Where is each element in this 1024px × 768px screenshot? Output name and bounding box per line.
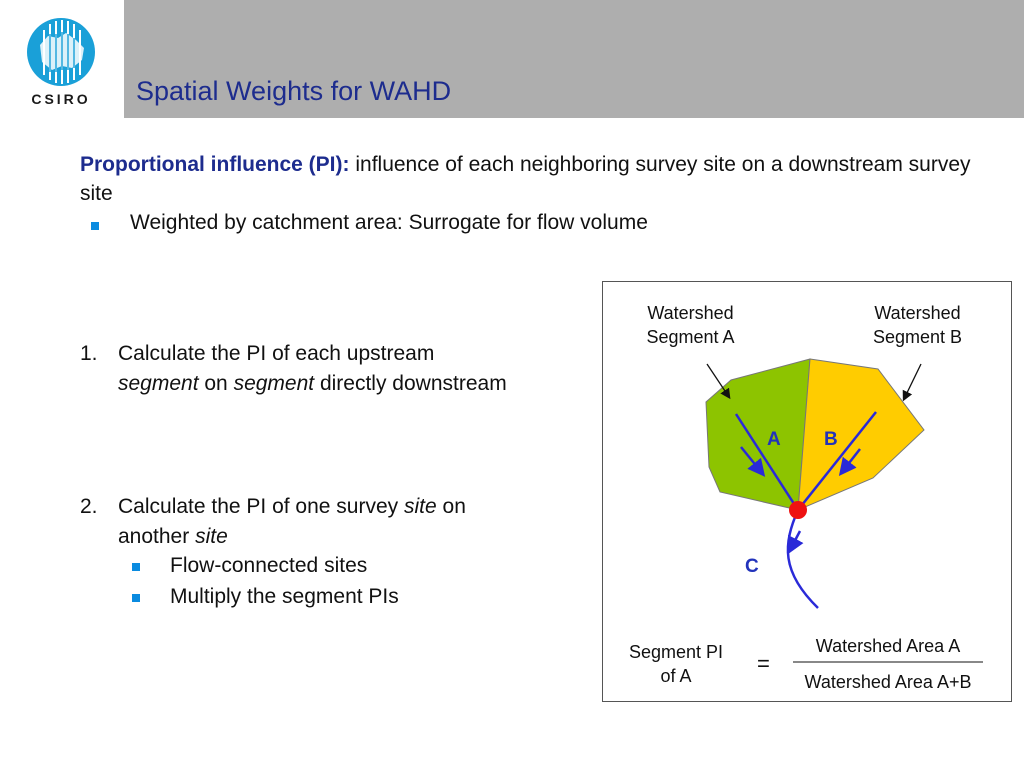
step-2-em-2: site (195, 525, 228, 548)
formula-left: Segment PI of A (611, 640, 741, 688)
step-2-em-1: site (404, 495, 437, 518)
step-2-bullet-1: Flow-connected sites (170, 554, 368, 577)
equals-sign: = (757, 651, 770, 676)
label-segment-b-line-2: Segment B (872, 327, 963, 347)
pi-definition: Proportional influence (PI): influence o… (80, 150, 980, 208)
label-segment-a-line-1: Watershed (647, 303, 734, 323)
bullet-square-icon (132, 563, 140, 571)
slide-title: Spatial Weights for WAHD (136, 76, 452, 106)
watershed-diagram: Watershed Segment A Watershed Segment B … (602, 281, 1012, 702)
step-1-text-2: on (198, 372, 234, 395)
pi-term: Proportional influence (PI): (80, 153, 350, 176)
logo-wordmark: CSIRO (31, 91, 90, 107)
stream-a (734, 413, 800, 511)
step-2-text-4: another (118, 525, 196, 548)
step-2-line-2: another site (118, 522, 228, 552)
step-2-line-1: Calculate the PI of one survey site on (118, 492, 466, 522)
letter-c: C (745, 556, 759, 577)
bullet-square-icon (91, 222, 99, 230)
label-segment-b: Watershed Segment B (860, 301, 975, 349)
label-segment-a: Watershed Segment A (633, 301, 748, 349)
watershed-diagram-svg (705, 358, 983, 663)
step-2-number: 2. (80, 495, 98, 518)
formula-left-line-1: Segment PI (628, 642, 724, 662)
stream-b (797, 411, 877, 511)
flow-arrow-b-icon (838, 448, 861, 476)
formula-denominator: Watershed Area A+B (804, 672, 972, 692)
label-a-pointer (706, 363, 731, 400)
label-b-pointer (902, 363, 922, 402)
csiro-logo-icon: CSIRO (27, 18, 95, 107)
header-bar (124, 0, 1024, 118)
flow-arrow-a-icon (740, 446, 766, 477)
label-segment-a-line-2: Segment A (646, 327, 735, 347)
bullet-square-icon (132, 594, 140, 602)
step-2-text-1: Calculate the PI of one survey (118, 495, 404, 518)
intro-bullet: Weighted by catchment area: Surrogate fo… (130, 211, 648, 234)
step-1-text-4: directly downstream (314, 372, 507, 395)
step-2-bullet-2: Multiply the segment PIs (170, 585, 399, 608)
step-1-em-1: segment (118, 372, 199, 395)
step-1-number: 1. (80, 342, 98, 365)
label-segment-b-line-1: Watershed (874, 303, 961, 323)
step-2-text-3: on (436, 495, 466, 518)
logo-area: CSIRO (0, 0, 124, 118)
letter-b: B (824, 429, 838, 450)
step-1-line-2: segment on segment directly downstream (118, 369, 507, 399)
step-1-line-1: Calculate the PI of each upstream (118, 342, 435, 365)
formula-left-line-2: of A (660, 666, 692, 686)
letter-a: A (767, 429, 781, 450)
watershed-segment-a (705, 358, 811, 511)
flow-arrow-c-icon (787, 530, 804, 555)
stream-c (786, 509, 819, 609)
pi-definition-text: influence of each neighboring survey sit… (80, 153, 971, 205)
formula-numerator: Watershed Area A (815, 636, 961, 656)
step-1-em-2: segment (233, 372, 315, 395)
junction-point (789, 501, 807, 519)
